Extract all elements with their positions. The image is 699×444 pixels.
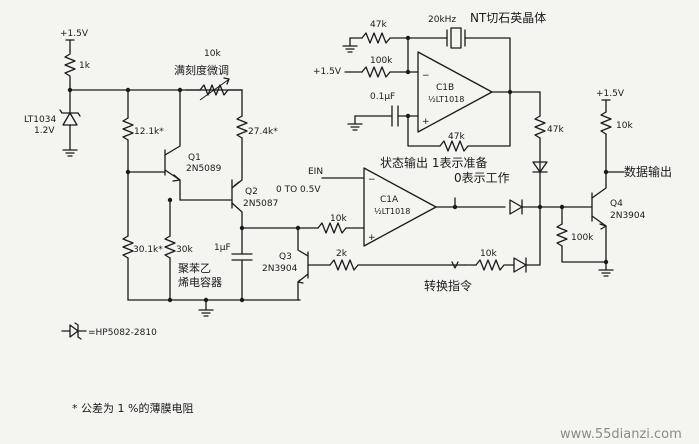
resistor-100k-right-label: 100k bbox=[571, 233, 594, 243]
status-line-1: 状态输出 1表示准备 bbox=[380, 155, 487, 170]
resistor-2k-label: 2k bbox=[336, 249, 348, 259]
q1-ref: Q1 bbox=[188, 153, 201, 163]
resistor-30k-label: 30k bbox=[176, 245, 193, 255]
resistor-12-1k bbox=[122, 117, 134, 141]
ein-label: EIN bbox=[308, 167, 323, 177]
c1a-ref: C1A bbox=[380, 195, 399, 205]
reference-section: +1.5V 1k LT1034 1.2V 12.1k* 10k 满刻度微调 bbox=[24, 29, 301, 317]
q3-part: 2N3904 bbox=[262, 264, 298, 274]
q1-part: 2N5089 bbox=[186, 164, 222, 174]
footnote: * 公差为 1 %的薄膜电阻 bbox=[72, 401, 193, 415]
zener-part: LT1034 bbox=[24, 115, 56, 125]
resistor-10k-b bbox=[475, 259, 515, 271]
transistor-q3 bbox=[297, 227, 331, 301]
c1b-plus: + bbox=[422, 117, 430, 127]
resistor-27-4k-label: 27.4k* bbox=[248, 127, 278, 137]
crystal-desc: NT切石英晶体 bbox=[470, 11, 546, 25]
output-section: +1.5V 10k 数据输出 Q4 2N3904 100k bbox=[556, 89, 672, 277]
resistor-30-1k bbox=[122, 235, 134, 259]
diode-legend: =HP5082-2810 bbox=[61, 322, 157, 340]
diode-part: =HP5082-2810 bbox=[88, 328, 157, 338]
resistor-10k-b-label: 10k bbox=[480, 249, 497, 259]
status-line-2: 0表示工作 bbox=[454, 171, 510, 185]
comparator-c1b bbox=[417, 51, 493, 133]
resistor-1k bbox=[64, 49, 76, 91]
resistor-47k-right bbox=[534, 115, 546, 139]
resistor-47k-fb bbox=[439, 91, 511, 152]
c1b-minus: − bbox=[422, 71, 430, 81]
zener-volt: 1.2V bbox=[34, 126, 55, 136]
convert-label: 转换指令 bbox=[424, 278, 472, 293]
data-out-label: 数据输出 bbox=[624, 164, 672, 179]
c1b-part: ½LT1018 bbox=[428, 95, 464, 104]
q2-part: 2N5087 bbox=[243, 199, 278, 209]
resistor-47k-right-label: 47k bbox=[547, 125, 564, 135]
resistor-12-1k-label: 12.1k* bbox=[134, 127, 164, 137]
c1a-plus-bot: + bbox=[368, 233, 376, 243]
resistor-30k bbox=[164, 235, 176, 259]
watermark: www.55dianzi.com bbox=[560, 427, 682, 442]
pot-10k bbox=[199, 84, 243, 96]
cap-1uf-label: 1μF bbox=[214, 243, 231, 253]
pot-value: 10k bbox=[204, 49, 221, 59]
q3-ref: Q3 bbox=[279, 252, 292, 262]
resistor-2k bbox=[329, 259, 466, 271]
transistor-q2 bbox=[179, 164, 243, 229]
supply-label-mid: +1.5V bbox=[313, 67, 342, 77]
q4-part: 2N3904 bbox=[610, 211, 646, 221]
resistor-100k-label: 100k bbox=[370, 56, 393, 66]
resistor-1k-label: 1k bbox=[79, 61, 91, 71]
transistor-q1 bbox=[127, 87, 183, 201]
crystal-freq: 20kHz bbox=[428, 15, 456, 25]
resistor-10k-a-label: 10k bbox=[330, 214, 347, 224]
resistor-100k-right bbox=[556, 223, 568, 247]
cap-name-1: 聚苯乙 bbox=[178, 261, 211, 275]
resistor-47k-top-label: 47k bbox=[370, 20, 387, 30]
ein-range: 0 TO 0.5V bbox=[276, 185, 321, 195]
c1b-ref: C1B bbox=[436, 83, 454, 93]
supply-label-left: +1.5V bbox=[60, 29, 89, 39]
transistor-q4 bbox=[561, 184, 607, 263]
resistor-100k bbox=[361, 66, 409, 78]
resistor-10k-right bbox=[600, 111, 612, 135]
resistor-30-1k-label: 30.1k* bbox=[133, 245, 163, 255]
cap-name-2: 烯电容器 bbox=[178, 275, 222, 289]
q4-ref: Q4 bbox=[610, 199, 623, 209]
pot-label: 满刻度微调 bbox=[174, 63, 229, 77]
resistor-27-4k bbox=[236, 115, 248, 139]
oscillator-section: 20kHz NT切石英晶体 47k +1.5V 100k − + C1B ½LT… bbox=[313, 11, 564, 208]
c1a-plus-top: − bbox=[368, 175, 376, 185]
resistor-47k-fb-label: 47k bbox=[448, 132, 465, 142]
comparator-section: Q3 2N3904 2k − + C1A ½LT1018 EIN 0 TO 0.… bbox=[262, 167, 506, 301]
comparator-c1a bbox=[363, 167, 437, 247]
q2-ref: Q2 bbox=[245, 187, 258, 197]
resistor-47k-top bbox=[361, 32, 409, 44]
supply-label-right: +1.5V bbox=[596, 89, 625, 99]
cap-01uf-label: 0.1μF bbox=[370, 92, 395, 102]
c1a-part: ½LT1018 bbox=[374, 207, 410, 216]
resistor-10k-right-label: 10k bbox=[616, 121, 633, 131]
resistor-10k-a bbox=[317, 222, 365, 234]
